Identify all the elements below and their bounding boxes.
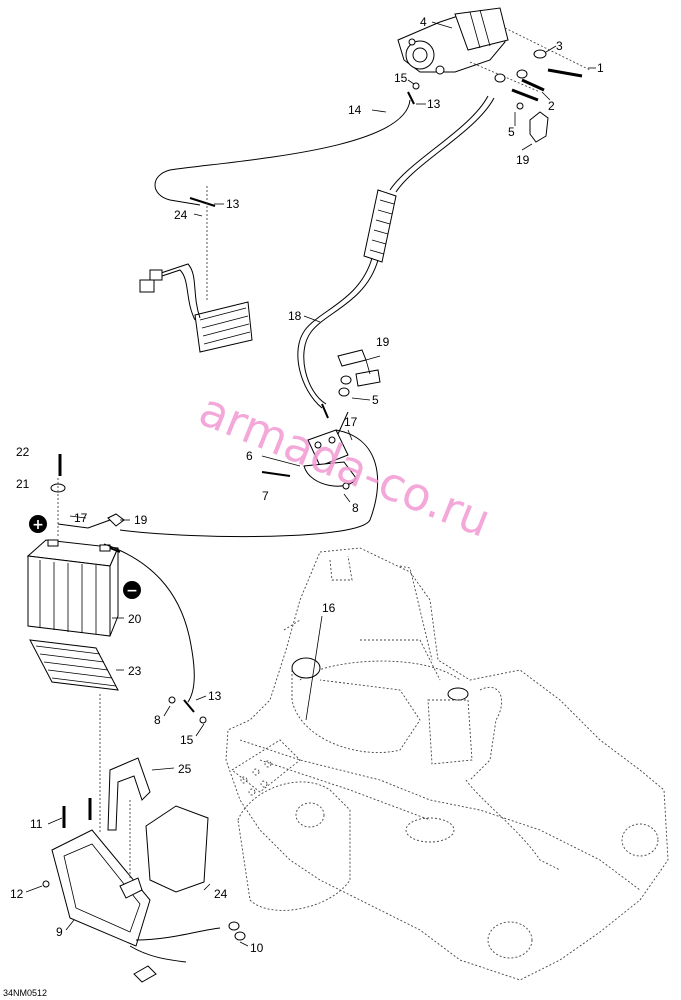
battery-cables — [57, 513, 207, 724]
vehicle-frame — [225, 547, 669, 981]
callout-8: 8 — [352, 501, 359, 515]
battery-cover — [145, 805, 209, 893]
starter-motor — [397, 7, 509, 75]
fuel-tank — [291, 657, 421, 753]
callout-18: 18 — [288, 309, 302, 323]
battery-bolt-stack — [50, 454, 66, 536]
callout-leaders — [25, 21, 596, 947]
callout-5: 5 — [508, 125, 515, 139]
callout-1: 1 — [597, 61, 604, 75]
negative-symbol: − — [126, 583, 138, 599]
reference-code: 34NM0512 — [3, 988, 47, 998]
callout-2: 2 — [548, 99, 555, 113]
callout-13: 13 — [208, 689, 222, 703]
callout-13: 13 — [427, 97, 441, 111]
callout-19: 19 — [516, 153, 530, 167]
battery-strap — [107, 757, 151, 880]
callout-20: 20 — [128, 612, 142, 626]
callout-19: 19 — [376, 335, 390, 349]
callout-24: 24 — [214, 887, 228, 901]
battery — [26, 539, 119, 637]
callout-24: 24 — [174, 208, 188, 222]
ground-cable — [154, 91, 415, 207]
callout-12: 12 — [10, 887, 24, 901]
negative-terminal-marker: − — [123, 581, 141, 599]
solenoid-caps — [337, 349, 381, 397]
callout-13: 13 — [226, 197, 240, 211]
callout-8: 8 — [154, 713, 161, 727]
starter-solenoid — [119, 403, 379, 538]
watermark: armada-co.ru — [192, 382, 498, 548]
callout-21: 21 — [16, 477, 30, 491]
positive-symbol: + — [32, 517, 44, 533]
positive-cable-18 — [297, 95, 495, 409]
callout-19: 19 — [134, 513, 148, 527]
coolant-reservoir — [427, 686, 561, 871]
engine-block — [231, 739, 351, 911]
callout-9: 9 — [56, 925, 63, 939]
callout-15: 15 — [180, 733, 194, 747]
callout-7: 7 — [262, 489, 269, 503]
callout-3: 3 — [556, 39, 563, 53]
callout-16: 16 — [322, 601, 336, 615]
callout-25: 25 — [178, 762, 192, 776]
callout-17: 17 — [344, 415, 358, 429]
callout-23: 23 — [128, 664, 142, 678]
callout-15: 15 — [394, 71, 408, 85]
voltage-regulator — [139, 263, 253, 353]
starter-cap — [529, 111, 549, 143]
callout-10: 10 — [250, 941, 264, 955]
callout-17: 17 — [74, 511, 88, 525]
solenoid-bolt — [261, 471, 291, 477]
positive-terminal-marker: + — [29, 515, 47, 533]
callout-4: 4 — [420, 15, 427, 29]
callout-14: 14 — [348, 103, 362, 117]
callout-22: 22 — [16, 445, 30, 459]
starter-bolts — [412, 27, 591, 110]
battery-tray — [51, 694, 221, 963]
callout-11: 11 — [30, 817, 43, 831]
battery-pad — [29, 639, 119, 691]
tray-bolts — [42, 798, 246, 983]
callout-6: 6 — [246, 449, 253, 463]
solenoid-nut — [342, 482, 350, 490]
callout-5: 5 — [372, 393, 379, 407]
callout-labels: 1 2 3 4 5 19 15 14 13 13 24 18 19 5 6 17… — [10, 15, 604, 955]
